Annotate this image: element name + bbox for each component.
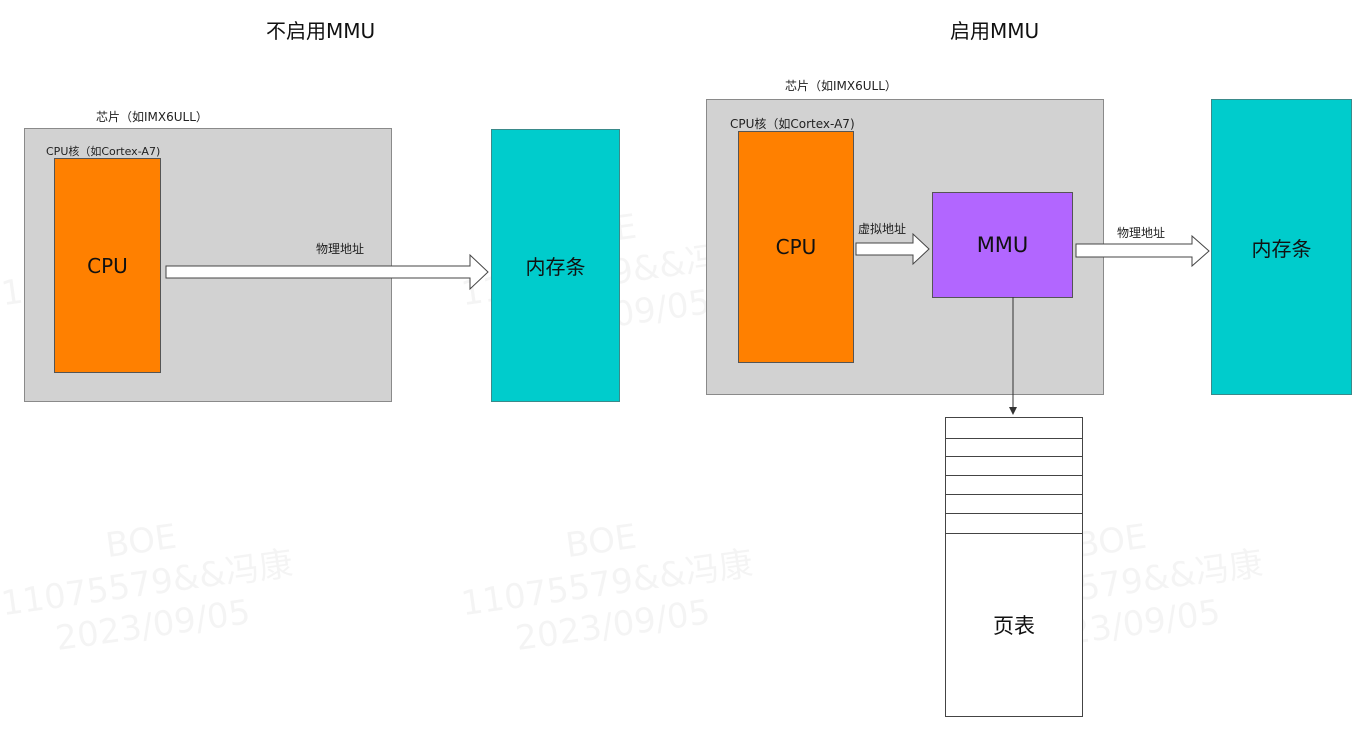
right-chip-label: 芯片（如IMX6ULL） [785, 79, 897, 93]
virtual-address-label: 虚拟地址 [858, 222, 907, 236]
right-physical-address-arrow [1075, 234, 1210, 268]
page-table-entry [945, 513, 1083, 534]
page-table-entry [945, 475, 1083, 495]
virtual-address-arrow [855, 232, 930, 266]
page-table-label: 页表 [945, 533, 1083, 717]
left-diagram-title: 不启用MMU [266, 19, 376, 43]
left-memory-block: 内存条 [491, 129, 620, 402]
left-physical-address-label: 物理地址 [316, 242, 365, 256]
left-physical-address-arrow [165, 253, 489, 291]
left-chip-label: 芯片（如IMX6ULL） [96, 110, 208, 124]
right-diagram-title: 启用MMU [950, 19, 1040, 43]
page-table-entry [945, 494, 1083, 514]
page-table-entry [945, 456, 1083, 476]
right-physical-address-label: 物理地址 [1117, 226, 1166, 240]
right-cpu-block: CPU [738, 131, 854, 363]
page-table: 页表 [945, 417, 1083, 717]
right-memory-block: 内存条 [1211, 99, 1352, 395]
right-cpu-core-label: CPU核（如Cortex-A7) [730, 117, 855, 131]
page-table-entry [945, 417, 1083, 439]
page-table-entry [945, 438, 1083, 457]
mmu-block: MMU [932, 192, 1073, 298]
left-cpu-core-label: CPU核（如Cortex-A7) [46, 145, 161, 158]
left-cpu-block: CPU [54, 158, 161, 373]
